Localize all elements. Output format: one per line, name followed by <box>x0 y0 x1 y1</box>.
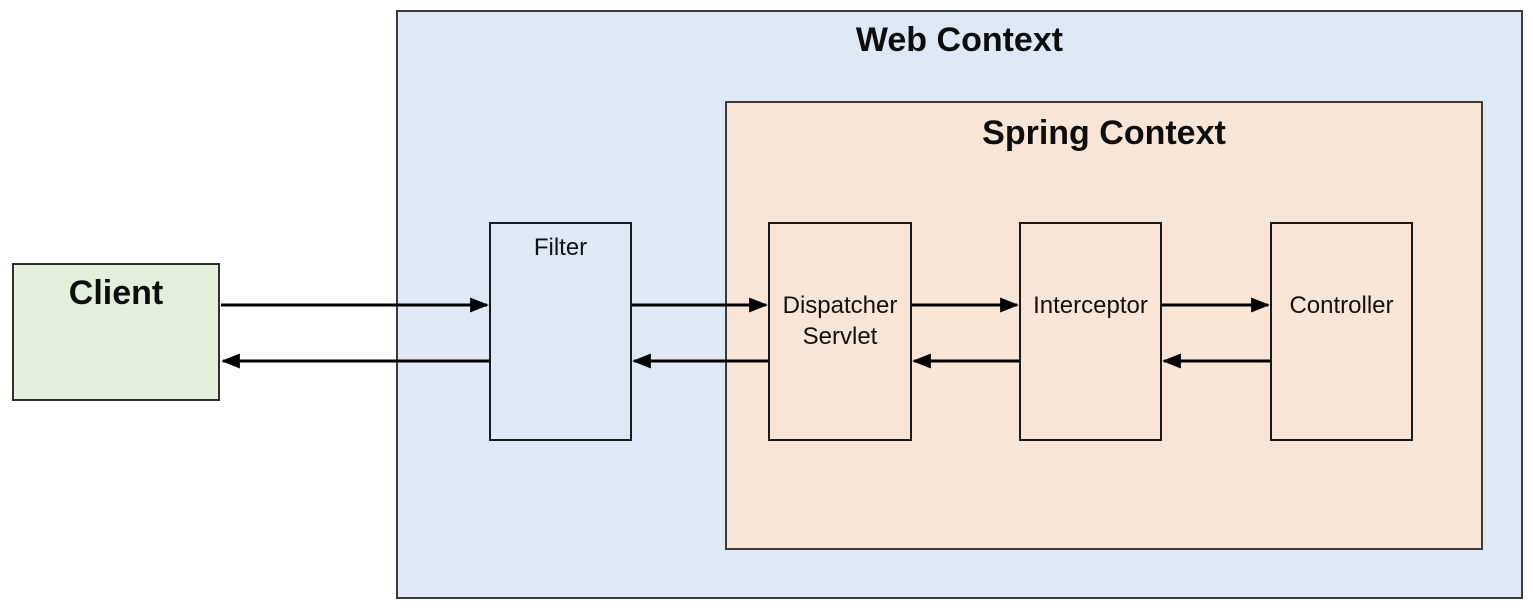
node-controller: Controller <box>1270 222 1413 441</box>
node-dispatcher-servlet-label: Dispatcher Servlet <box>782 292 898 350</box>
node-dispatcher-servlet: Dispatcher Servlet <box>768 222 912 441</box>
node-interceptor: Interceptor <box>1019 222 1162 441</box>
web-context-title: Web Context <box>855 21 1064 59</box>
node-controller-label: Controller <box>1289 292 1394 319</box>
node-filter: Filter <box>489 222 632 441</box>
node-client-label: Client <box>68 274 164 312</box>
node-filter-label: Filter <box>533 234 588 261</box>
node-interceptor-label: Interceptor <box>1033 292 1148 319</box>
spring-context-title: Spring Context <box>982 114 1226 152</box>
node-client: Client <box>12 263 220 401</box>
